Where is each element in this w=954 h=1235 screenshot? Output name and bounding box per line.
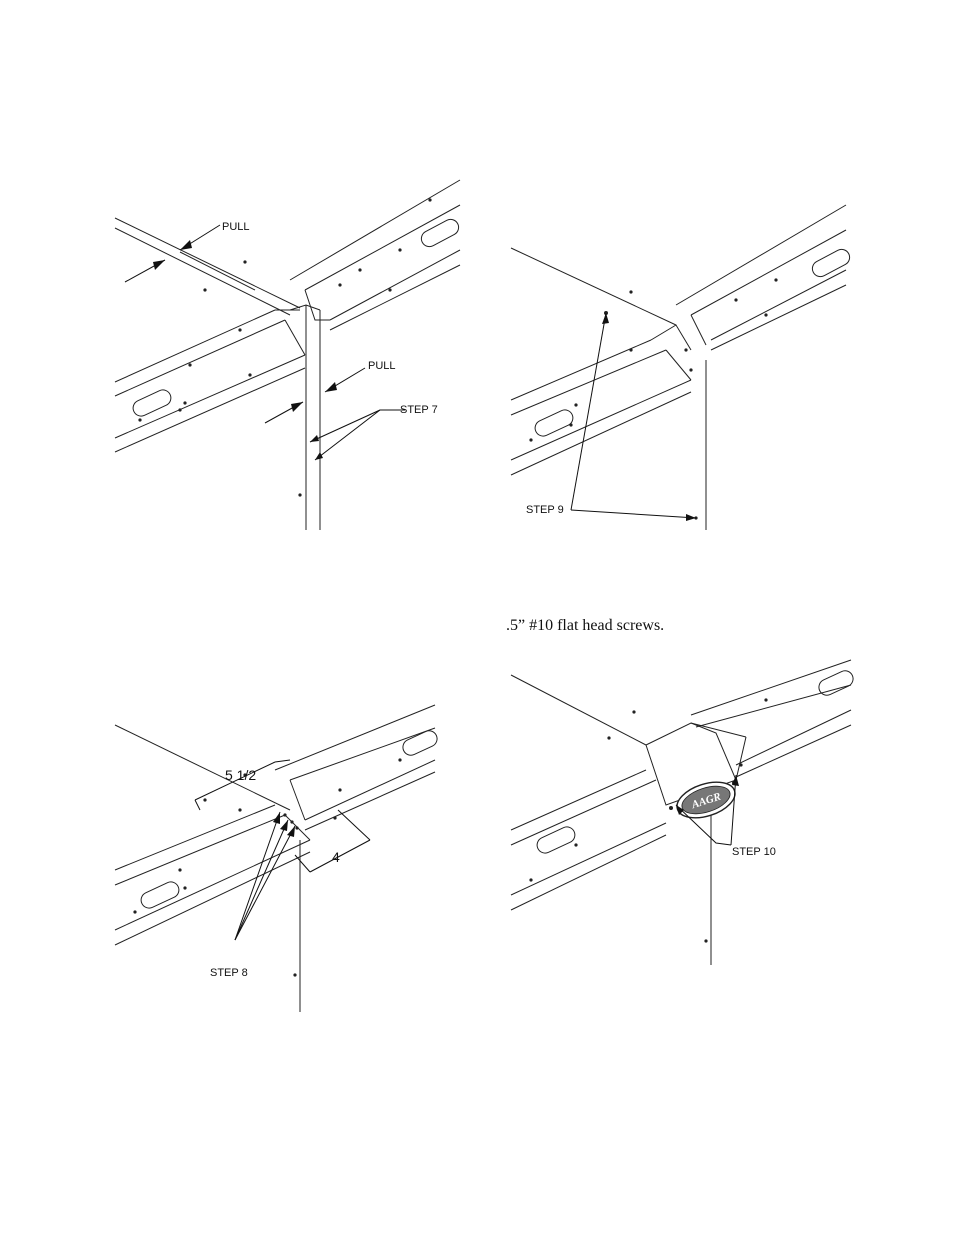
figure-step-7: PULL PULL STEP 7 (110, 170, 470, 540)
dimension-5-1-2: 5 1/2 (225, 767, 256, 783)
logo: AAGR (676, 781, 736, 819)
dimension-4: 4 (332, 849, 340, 865)
step-9-label: STEP 9 (526, 504, 564, 516)
pull-label-side: PULL (368, 360, 396, 372)
figure-step-8: 5 1/2 4 STEP 8 (110, 700, 438, 1015)
step-8-label: STEP 8 (210, 967, 248, 979)
step-7-label: STEP 7 (400, 404, 438, 416)
caption-screws: .5” #10 flat head screws. (506, 617, 665, 634)
figure-step-10: AAGR STEP 10 (506, 655, 854, 970)
step-10-label: STEP 10 (732, 846, 776, 858)
figure-step-9: STEP 9 (506, 200, 851, 535)
pull-label-top: PULL (222, 221, 250, 233)
